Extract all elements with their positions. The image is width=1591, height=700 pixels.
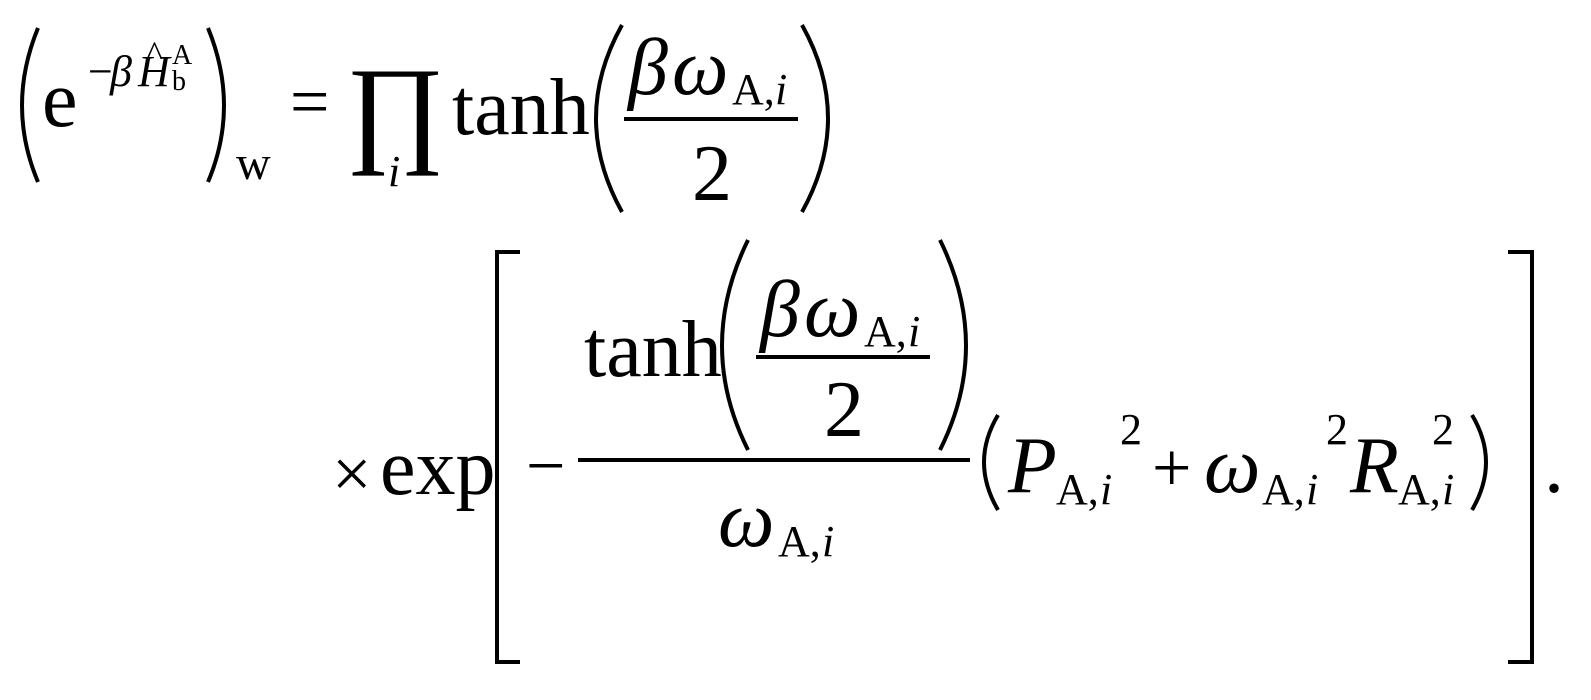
R-sub-i: i [1442, 465, 1455, 514]
frac1-num-beta: β [628, 24, 668, 112]
omega-sub-i: i [1306, 465, 1319, 514]
frac1-num-omega: ω [672, 24, 729, 112]
frac2-num-sub-i: i [908, 307, 921, 356]
product-symbol: ∏ [346, 43, 445, 176]
paren-left-sum [982, 413, 1000, 512]
paren-right-tanh-1 [800, 24, 830, 213]
frac2-inner-bar [756, 355, 930, 359]
equals-sign: = [290, 64, 330, 141]
R-sup: 2 [1432, 405, 1454, 454]
P-sup: 2 [1120, 405, 1142, 454]
exp-minus: − [88, 47, 113, 96]
tanh-1: tanh [452, 64, 590, 152]
bracket-right [1508, 250, 1534, 664]
P-symbol: P [1008, 422, 1057, 510]
frac2-den-omega: ω [718, 476, 775, 564]
frac2-den-sub-A: A, [778, 517, 821, 566]
frac1-bar [624, 117, 798, 121]
times-sign: × [332, 436, 372, 513]
paren-sub-w: w [236, 137, 271, 190]
product-index: i [388, 147, 401, 196]
frac2-den-sub-i: i [822, 517, 835, 566]
omega-symbol: ω [1204, 422, 1261, 510]
exp-H-hat: ^ [146, 34, 163, 74]
frac2-outer-bar [578, 458, 970, 462]
exp-H: H [138, 47, 170, 96]
frac2-num-omega: ω [804, 266, 861, 354]
exp-H-sup: A [172, 40, 193, 71]
paren-right-sum [1470, 413, 1488, 512]
plus-sign: + [1152, 430, 1192, 507]
exp-H-sub: b [172, 66, 186, 97]
bracket-left [495, 250, 520, 664]
P-sub-i: i [1100, 465, 1113, 514]
period: . [1544, 422, 1564, 510]
frac1-num-sub-A: A, [732, 65, 775, 114]
R-symbol: R [1350, 422, 1399, 510]
frac2-num-sub-A: A, [864, 307, 907, 356]
minus-sign: − [526, 428, 566, 505]
exp-base: e [42, 56, 78, 144]
P-sub-A: A, [1056, 465, 1099, 514]
frac1-den: 2 [692, 130, 732, 218]
paren-right-1 [206, 27, 226, 183]
paren-left-tanh-2 [720, 239, 750, 451]
exp-beta: β [110, 47, 132, 96]
frac2-num-beta: β [760, 266, 800, 354]
tanh-2: tanh [584, 306, 722, 394]
paren-right-tanh-2 [938, 239, 968, 451]
omega-sub-A: A, [1262, 465, 1305, 514]
paren-left-tanh-1 [594, 24, 624, 213]
paren-left-1 [20, 27, 40, 183]
exp-word: exp [380, 424, 496, 512]
frac1-num-sub-i: i [775, 65, 788, 114]
R-sub-A: A, [1398, 465, 1441, 514]
omega-sup: 2 [1326, 405, 1348, 454]
frac2-inner-den: 2 [824, 366, 864, 454]
